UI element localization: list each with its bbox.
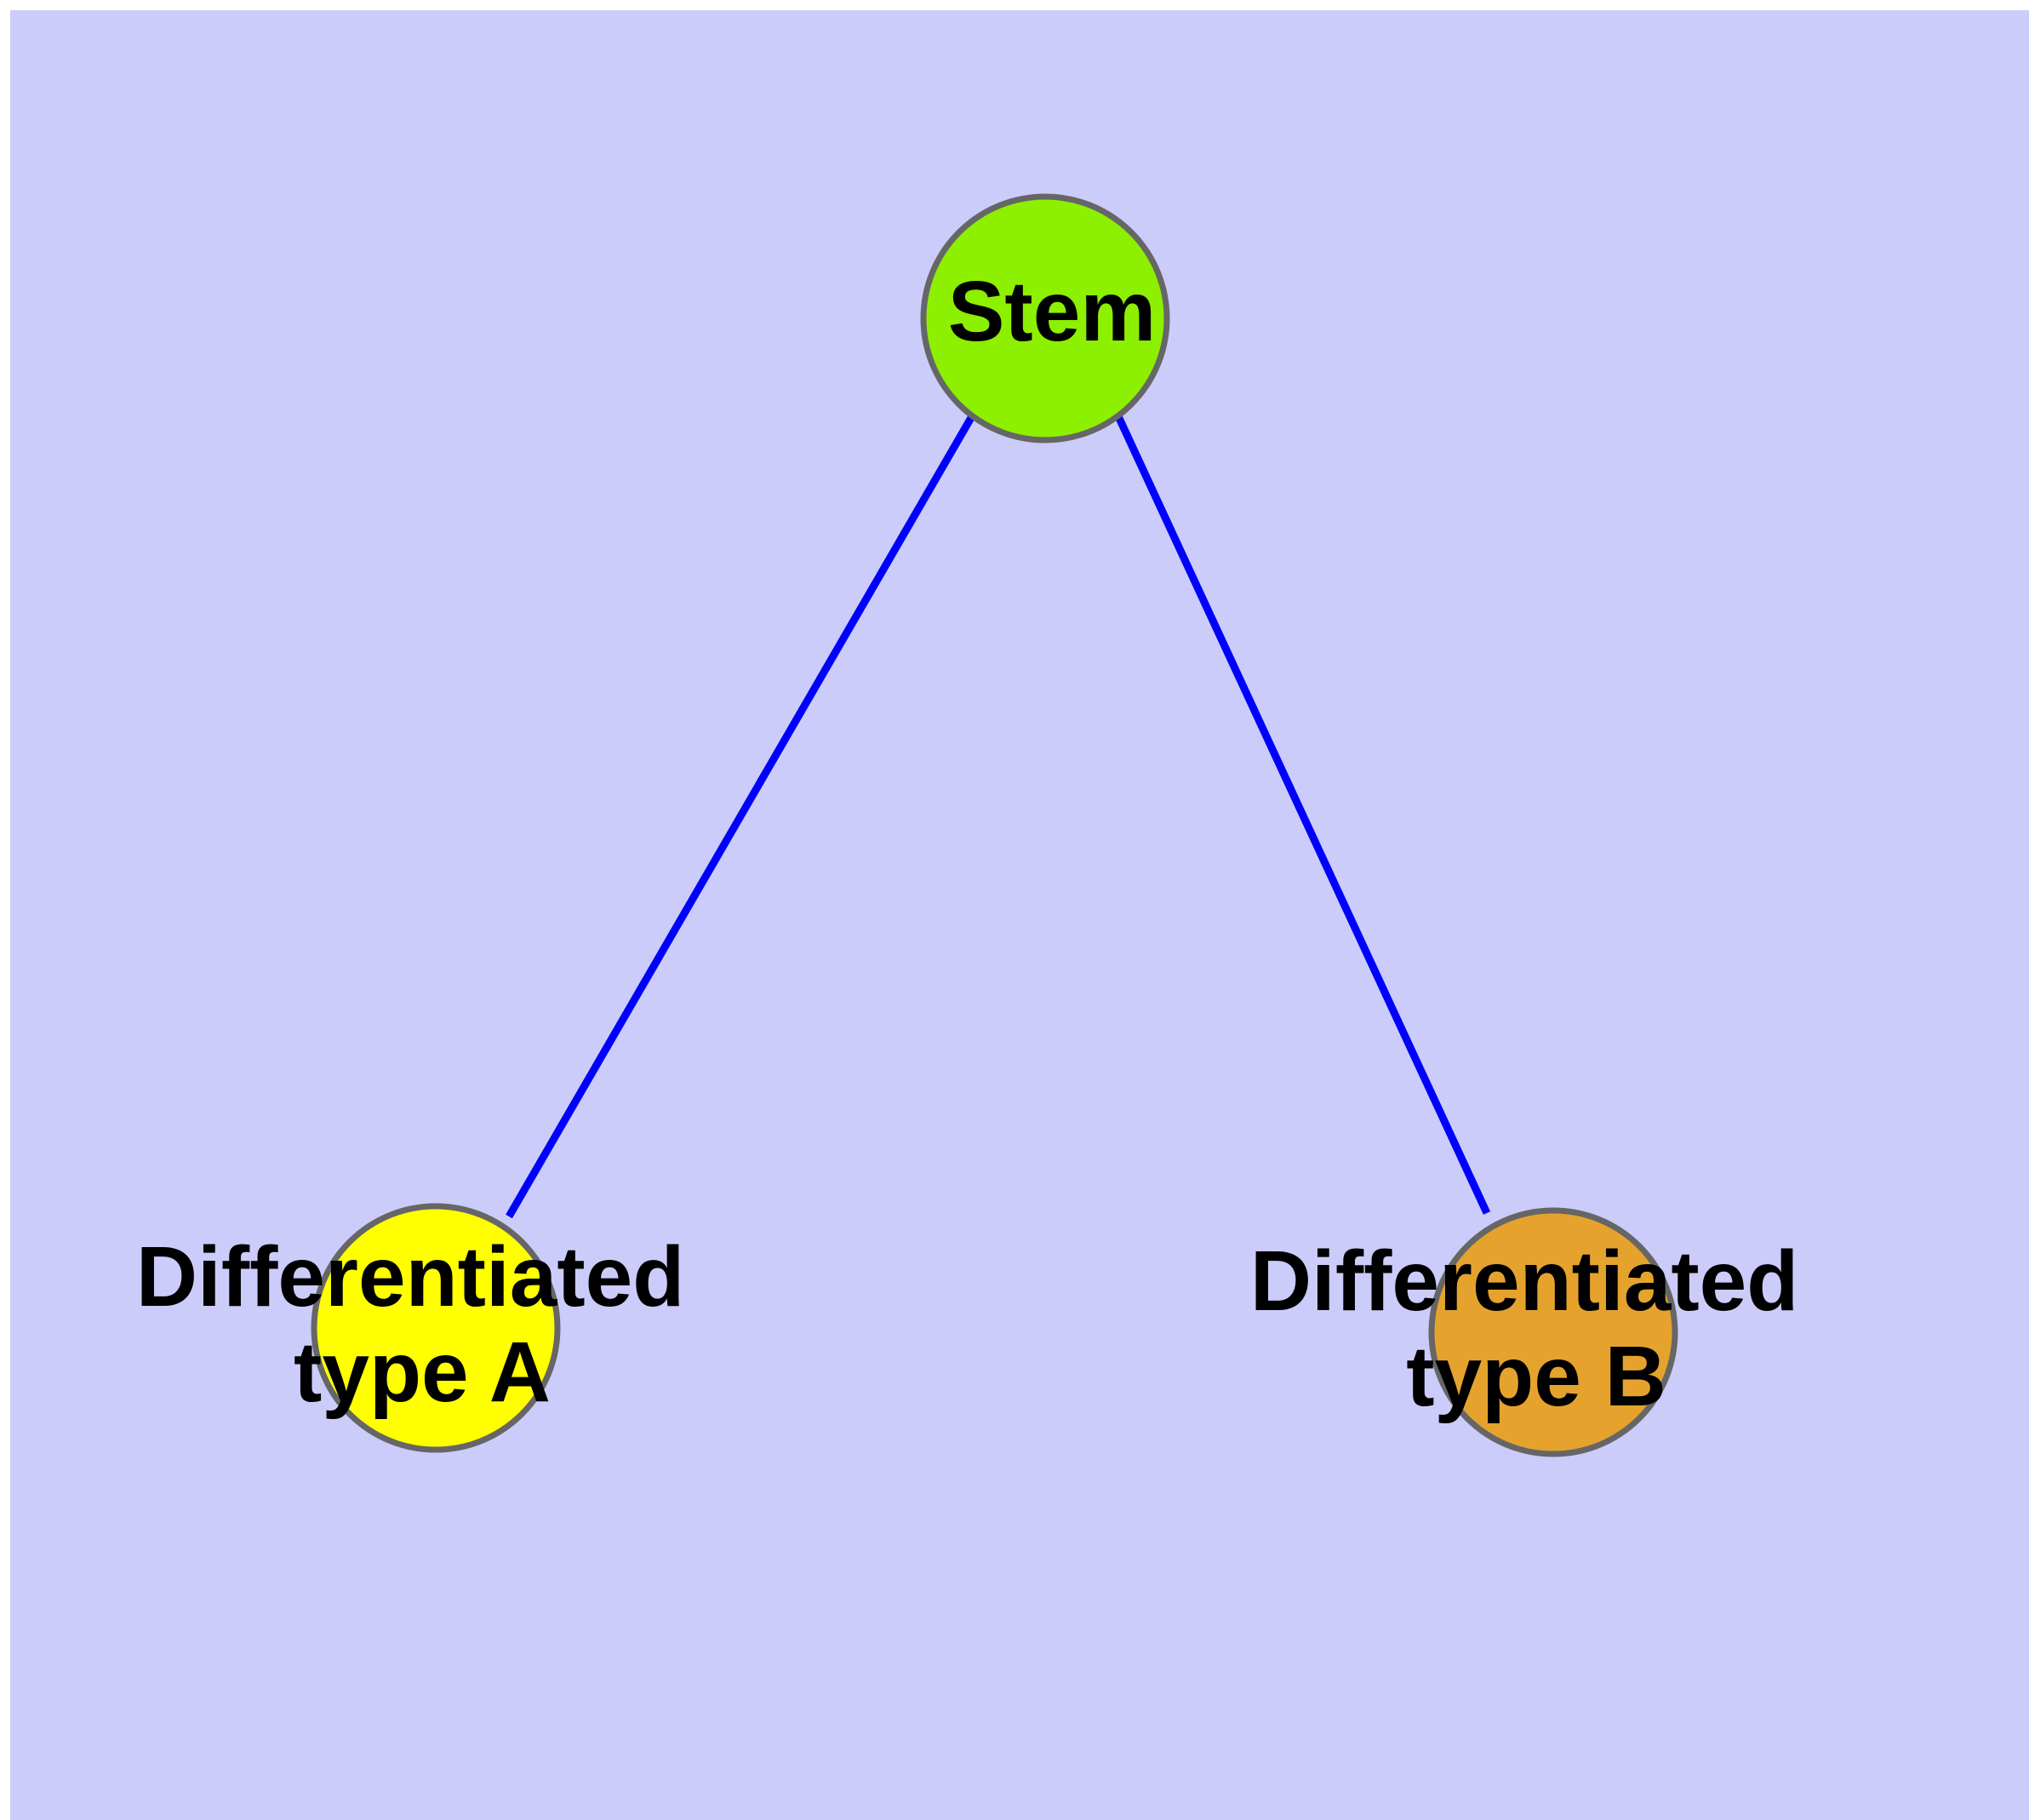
node-label-differentiated-type-a-line1: Differentiated xyxy=(136,1229,685,1325)
edge-stem-to-differentiated-type-a xyxy=(506,414,975,1219)
edge-stem-to-differentiated-type-b xyxy=(1114,415,1491,1215)
node-label-layer: Stem Differentiated type A Differentiate… xyxy=(136,264,1822,1424)
node-label-stem: Stem xyxy=(948,264,1157,359)
node-label-differentiated-type-a: Differentiated type A xyxy=(136,1229,708,1420)
node-differentiated-type-b[interactable] xyxy=(1428,1207,1678,1457)
node-stem[interactable] xyxy=(920,193,1170,444)
node-label-differentiated-type-b-line2: type B xyxy=(1406,1329,1666,1424)
edge-layer xyxy=(506,414,1491,1219)
node-label-differentiated-type-b: Differentiated type B xyxy=(1250,1233,1822,1424)
node-label-differentiated-type-a-line2: type A xyxy=(294,1325,551,1420)
node-differentiated-type-a[interactable] xyxy=(311,1203,561,1453)
node-label-differentiated-type-b-line1: Differentiated xyxy=(1250,1233,1799,1329)
node-layer xyxy=(311,193,1678,1457)
node-label-stem-line1: Stem xyxy=(948,264,1157,359)
